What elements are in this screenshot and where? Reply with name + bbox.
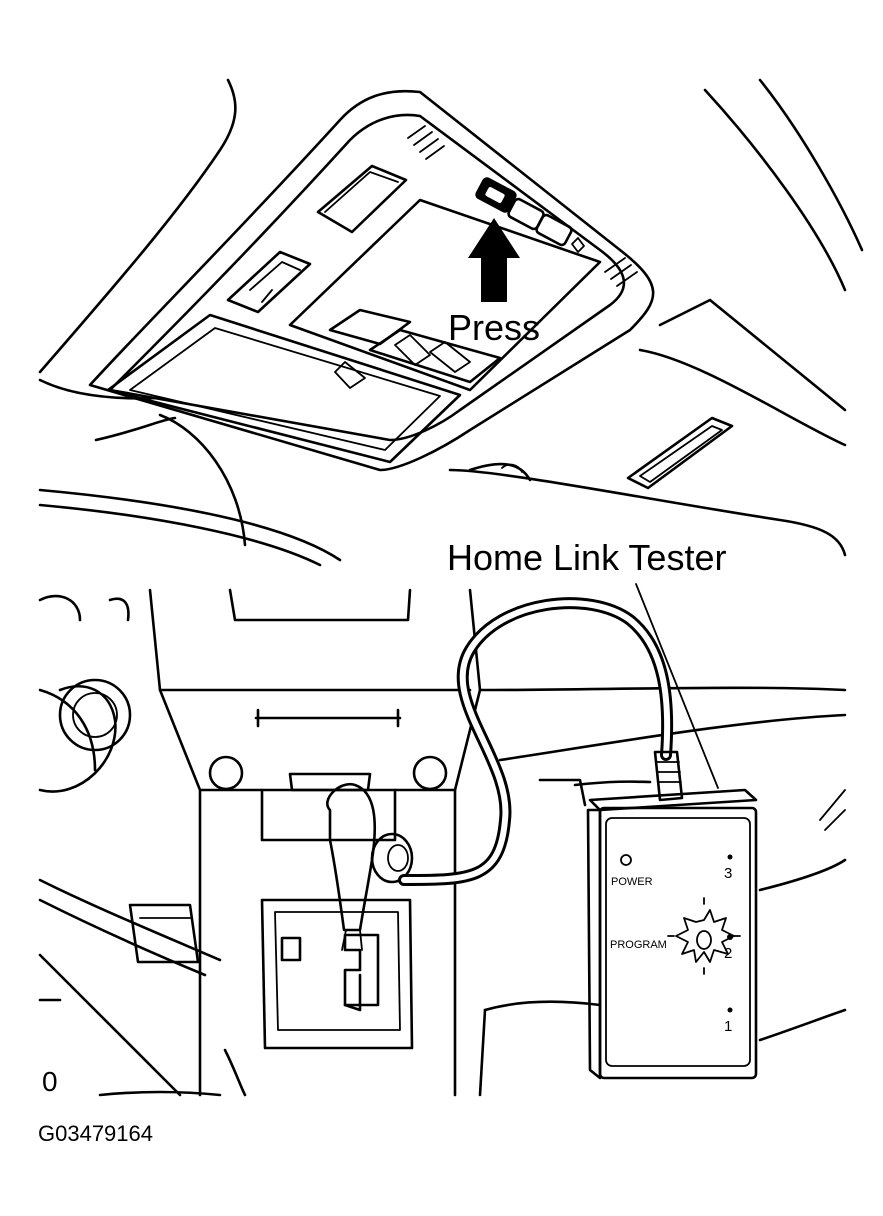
press-arrow-icon [468,218,520,302]
tester-cable [398,597,684,886]
figure-id: G03479164 [38,1121,153,1146]
power-led-icon [620,854,632,866]
tester-leader-line [635,583,719,789]
home-link-tester-device: POWER 3 PROGRAM 2 1 [586,788,758,1080]
channel-3-label: 3 [724,865,732,882]
power-label: POWER [611,876,653,888]
program-label: PROGRAM [610,939,667,951]
program-led-lit-icon [667,897,741,975]
press-label: Press [448,307,541,348]
house-icon [571,237,585,253]
channel-1-label: 1 [724,1018,732,1035]
corner-mark: 0 [42,1066,58,1097]
overhead-console-illustration [38,78,864,567]
home-link-tester-label: Home Link Tester [447,537,727,578]
channel-2-label: 2 [724,945,732,962]
homelink-button-3 [535,213,573,247]
